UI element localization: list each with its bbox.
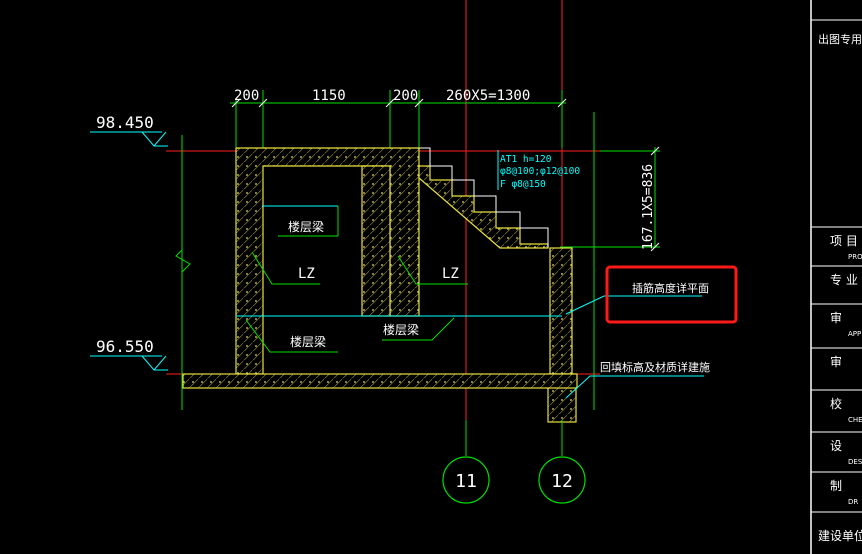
title-row-6-en: DR <box>848 498 858 506</box>
title-block: 出图专用章 项 目 负 PROJ 专 业 负审 APP 审校 CHE 设 DES 制 DR 建设单… <box>810 0 862 554</box>
title-row-4-label: 校 <box>830 396 842 411</box>
axis-12-label: 12 <box>551 471 573 492</box>
backfill-callout: 回填标高及材质详建施 <box>565 360 710 399</box>
top-dimensions: 200 1150 200 260X5=1300 167.1X5=836 <box>234 88 656 250</box>
elevation-lower-value: 96.550 <box>96 337 154 356</box>
dim-200-left: 200 <box>234 88 259 104</box>
dim-1150: 1150 <box>312 88 346 104</box>
beam-label-upper-left-text: 楼层梁 <box>288 219 324 234</box>
title-row-3-label: 审 <box>830 354 842 369</box>
highlight-callout-text: 插筋高度详平面 <box>632 281 709 295</box>
title-row-2-label: 审 <box>830 310 842 325</box>
axis-bubble-11: 11 <box>442 420 490 504</box>
stair-note: AT1 h=120 φ8@100;φ12@100 F φ8@150 <box>497 150 580 190</box>
title-row-5-en: DES <box>848 458 862 466</box>
elevation-upper: 98.450 <box>90 113 168 147</box>
backfill-callout-text: 回填标高及材质详建施 <box>600 360 710 374</box>
right-post <box>549 247 573 375</box>
dim-stair-run: 260X5=1300 <box>446 88 530 104</box>
elevation-lower: 96.550 <box>90 337 168 371</box>
lz-label-right: LZ <box>397 255 468 285</box>
beam-label-lower-mid-text: 楼层梁 <box>383 322 419 337</box>
middle-column <box>361 165 391 317</box>
beam-label-upper-left: 楼层梁 <box>262 205 339 237</box>
lz-label-left: LZ <box>251 251 320 285</box>
stair-steps-outline <box>419 147 549 248</box>
beam-label-lower-left: 楼层梁 <box>245 319 338 353</box>
stair-note-line-3: F φ8@150 <box>500 179 546 190</box>
title-row-5-label: 设 <box>830 439 842 453</box>
beam-label-lower-mid: 楼层梁 <box>382 317 455 341</box>
concrete-sections <box>182 147 578 423</box>
dim-stair-rise: 167.1X5=836 <box>641 164 656 250</box>
title-row-6-label: 制 <box>830 479 842 493</box>
bottom-slab <box>182 373 578 389</box>
title-row-0-en: PROJ <box>848 253 862 261</box>
dimension-guides <box>175 90 660 410</box>
stair-note-line-2: φ8@100;φ12@100 <box>500 166 580 177</box>
lz-left-text: LZ <box>298 266 315 282</box>
beam-label-lower-left-text: 楼层梁 <box>290 334 326 349</box>
stamp-note: 出图专用章 <box>818 32 862 46</box>
title-row-1-label: 专 业 负 <box>830 272 862 287</box>
title-row-4-en: CHE <box>848 416 862 424</box>
dim-200-right: 200 <box>393 88 418 104</box>
builder-label: 建设单位: <box>818 528 862 543</box>
stair-note-line-1: AT1 h=120 <box>500 154 552 165</box>
lz-right-text: LZ <box>442 266 459 282</box>
stair-flight <box>418 165 549 249</box>
highlight-box <box>605 265 738 324</box>
highlight-callout: 插筋高度详平面 <box>565 265 738 324</box>
axis-bubble-12: 12 <box>538 420 586 504</box>
title-row-2-en: APP <box>848 330 861 338</box>
axis-11-label: 11 <box>455 471 477 492</box>
title-row-0-label: 项 目 负 <box>830 234 862 248</box>
dimension-ticks <box>231 98 660 252</box>
elevation-upper-value: 98.450 <box>96 113 154 132</box>
